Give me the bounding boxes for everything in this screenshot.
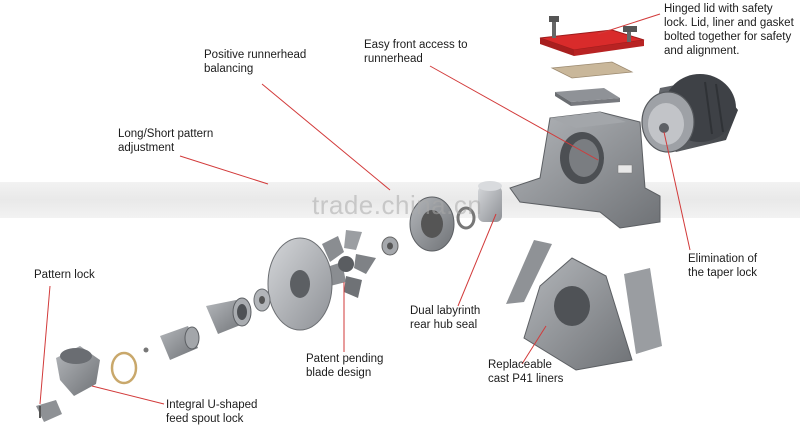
hub-sleeve-part — [206, 297, 252, 334]
hinged-lid-part — [539, 16, 645, 56]
pattern-lock-part — [36, 400, 62, 422]
callout-replaceable-liners: Replaceable cast P41 liners — [488, 359, 564, 385]
leader-integral-spout — [91, 385, 165, 405]
callout-easy-front-access: Easy front access to runnerhead — [364, 39, 468, 65]
callout-pattern-lock: Pattern lock — [34, 269, 95, 281]
lid-liner-part — [555, 88, 620, 106]
leader-dual-labyrinth — [457, 213, 497, 307]
motor-part — [641, 74, 738, 153]
labyrinth-seal-part — [478, 181, 502, 222]
gasket-part — [550, 61, 634, 79]
leader-easy-front-access — [429, 65, 599, 161]
leader-positive-runnerhead — [261, 83, 391, 191]
leader-elimination-taper — [663, 131, 691, 251]
large-disc-part — [267, 237, 333, 331]
replaceable-liners-part — [506, 240, 662, 371]
watermark-band — [0, 182, 800, 218]
callout-positive-runnerhead: Positive runnerhead balancing — [204, 49, 307, 75]
leader-pattern-lock — [39, 285, 51, 405]
small-ring-part — [456, 206, 476, 230]
leader-lines — [39, 13, 691, 405]
callout-dual-labyrinth: Dual labyrinth rear hub seal — [410, 305, 481, 331]
callout-elimination-taper: Elimination of the taper lock — [688, 253, 758, 279]
pattern-sleeve-part — [160, 326, 200, 360]
leader-hinged-lid — [597, 13, 661, 35]
leader-replaceable-liners — [521, 325, 547, 365]
watermark-text: trade.china.cn — [312, 190, 483, 220]
leader-long-short-pattern — [179, 155, 269, 185]
main-housing-part — [509, 111, 661, 229]
feed-spout-part — [56, 346, 138, 396]
callout-long-short-pattern: Long/Short pattern adjustment — [118, 128, 214, 154]
callout-patent-pending: Patent pending blade design — [306, 353, 384, 379]
callout-hinged-lid: Hinged lid with safety lock. Lid, liner … — [664, 3, 794, 57]
callout-integral-spout: Integral U-shaped feed spout lock — [166, 399, 258, 425]
